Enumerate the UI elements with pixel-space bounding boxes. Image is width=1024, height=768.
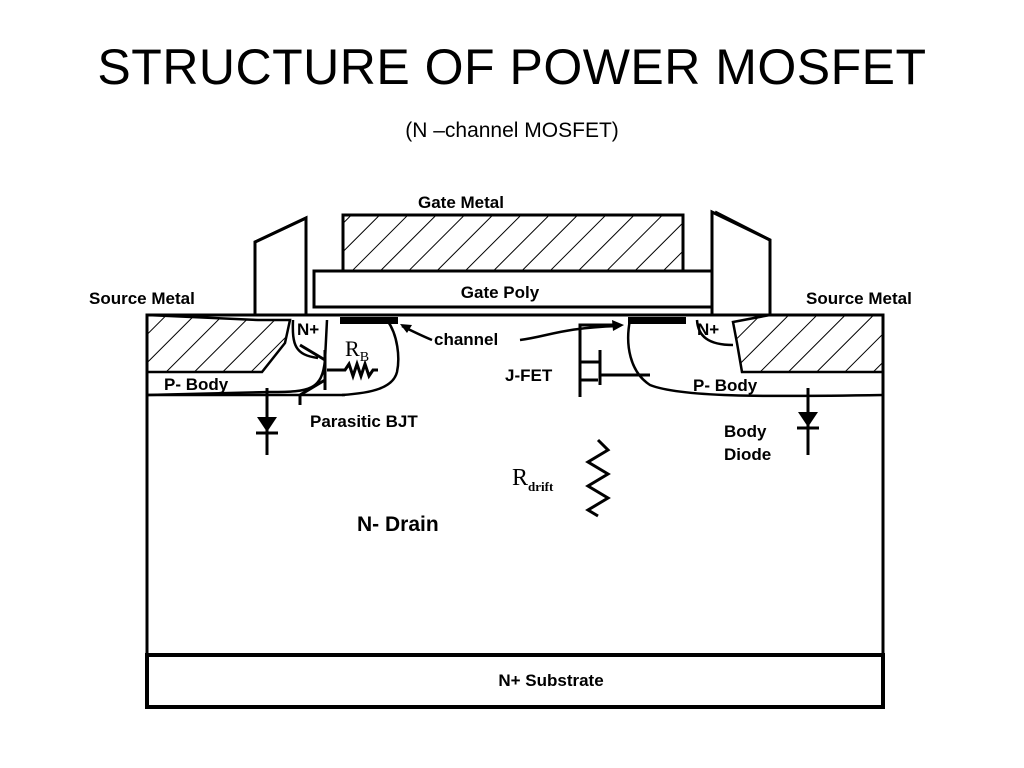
n-plus-right-boundary: [695, 319, 734, 347]
p-body-right-boundary: [626, 319, 884, 398]
r-drift-resistor-symbol: [585, 438, 611, 518]
channel-right-bar: [628, 317, 686, 324]
gate-poly-label: Gate Poly: [461, 283, 540, 302]
source-metal-right-region: [731, 313, 885, 374]
page-title: STRUCTURE OF POWER MOSFET: [97, 39, 927, 95]
p-body-right-label: P- Body: [693, 376, 758, 395]
channel-left-bar: [340, 317, 398, 324]
p-body-left-channel-edge: [341, 319, 400, 397]
channel-label: channel: [434, 330, 498, 349]
parasitic-bjt-label: Parasitic BJT: [310, 412, 418, 431]
source-metal-right-label: Source Metal: [806, 289, 912, 308]
n-plus-right-label: N+: [697, 320, 719, 339]
source-metal-left-region: [145, 313, 292, 374]
source-metal-left-label: Source Metal: [89, 289, 195, 308]
gate-metal-label: Gate Metal: [418, 193, 504, 212]
body-diode-label-line2: Diode: [724, 445, 771, 464]
body-diode-right-symbol: [797, 388, 819, 455]
n-drain-label: N- Drain: [357, 513, 439, 536]
r-drift-label: Rdrift: [512, 465, 554, 494]
n-substrate-label: N+ Substrate: [498, 671, 603, 690]
rb-label: RB: [345, 336, 369, 365]
n-plus-left-label: N+: [297, 320, 319, 339]
n-plus-substrate-region: [145, 653, 885, 709]
gate-metal-region: [341, 213, 685, 273]
gate-poly-region: [312, 269, 714, 309]
jfet-symbol: [578, 323, 650, 397]
page-subtitle: (N –channel MOSFET): [405, 119, 619, 142]
jfet-label: J-FET: [505, 366, 553, 385]
p-body-left-label: P- Body: [164, 375, 229, 394]
body-diode-left-symbol: [256, 388, 278, 455]
body-diode-label-line1: Body: [724, 422, 767, 441]
parasitic-bjt-symbol: [298, 343, 378, 405]
channel-pointer-arrows: [400, 320, 624, 342]
